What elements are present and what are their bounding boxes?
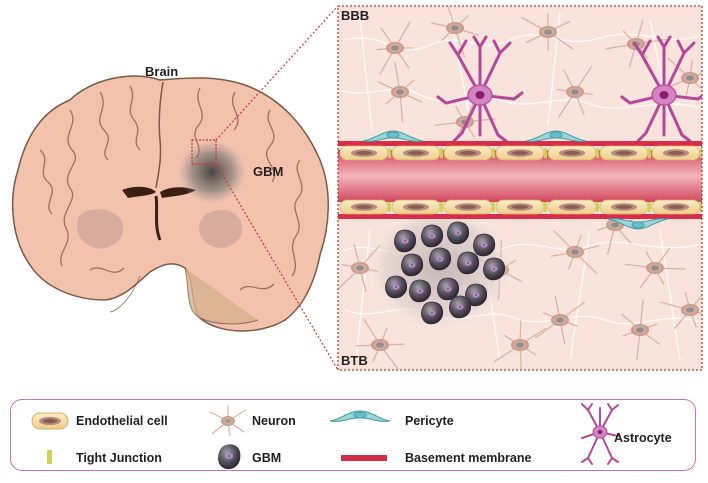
legend-gbm-label: GBM — [252, 451, 281, 465]
tight-junction-icon — [30, 447, 70, 469]
endothelial-cell — [600, 146, 648, 160]
endothelial-cell — [496, 146, 544, 160]
endothelial-row-bottom — [340, 200, 703, 214]
tight-junction — [648, 148, 651, 158]
zoom-panel — [338, 0, 708, 370]
legend-endothelial-label: Endothelial cell — [76, 414, 168, 428]
endothelial-cell — [444, 200, 492, 214]
basement-membrane-bottom — [338, 214, 702, 219]
gbm-label: GBM — [253, 164, 283, 179]
endothelial-cell — [340, 146, 388, 160]
endothelial-cell — [444, 146, 492, 160]
tight-junction — [492, 202, 495, 212]
gbm-tumor-cell — [421, 225, 442, 247]
endothelial-cell — [652, 146, 700, 160]
tight-junction — [544, 148, 547, 158]
brain-section — [13, 6, 338, 370]
gbm-tumor-cell — [401, 254, 422, 276]
endothelial-cell — [392, 200, 440, 214]
neuron-icon — [206, 404, 250, 438]
endothelial-row-top — [340, 146, 703, 160]
legend-basement-membrane-label: Basement membrane — [405, 451, 531, 465]
gbm-tumor-cell — [421, 302, 442, 324]
tight-junction — [388, 148, 391, 158]
pericyte-icon — [328, 405, 392, 427]
brain-outline — [13, 76, 329, 331]
tight-junction — [440, 202, 443, 212]
gbm-tumor-cell — [429, 248, 450, 270]
tight-junction — [388, 202, 391, 212]
gbm-tumor-cell — [409, 280, 430, 302]
endothelial-cell — [600, 200, 648, 214]
basement-membrane-icon — [340, 452, 390, 464]
tumor-shadow — [178, 140, 246, 204]
endothelial-cell — [496, 200, 544, 214]
tight-junction — [544, 202, 547, 212]
legend-neuron-label: Neuron — [252, 414, 296, 428]
gbm-tumor-cell — [449, 296, 470, 318]
endothelial-cell — [340, 200, 388, 214]
gbm-tumor-cell — [394, 230, 415, 252]
tight-junction — [700, 148, 703, 158]
basement-membrane-top — [338, 141, 702, 146]
btb-label: BTB — [341, 353, 368, 368]
legend-tight-junction-label: Tight Junction — [76, 451, 162, 465]
tight-junction — [648, 202, 651, 212]
gbm-tumor-cell — [457, 252, 478, 274]
tight-junction — [596, 148, 599, 158]
tight-junction — [492, 148, 495, 158]
endothelial-cell — [548, 200, 596, 214]
endothelial-cell — [548, 146, 596, 160]
bbb-label: BBB — [341, 8, 369, 23]
tight-junction — [596, 202, 599, 212]
endothelial-cell — [652, 200, 700, 214]
brain-label: Brain — [145, 64, 178, 79]
gbm-tumor-cell — [473, 234, 494, 256]
legend-astrocyte-label: Astrocyte — [614, 431, 672, 445]
gbm-tumor-cell — [483, 258, 504, 280]
gbm-cell-icon — [214, 440, 244, 472]
gbm-tumor-cell — [447, 222, 468, 244]
legend-pericyte-label: Pericyte — [405, 414, 454, 428]
gbm-tumor-cell — [385, 276, 406, 298]
endothelial-cell-icon — [30, 408, 70, 434]
tight-junction — [440, 148, 443, 158]
endothelial-cell — [392, 146, 440, 160]
